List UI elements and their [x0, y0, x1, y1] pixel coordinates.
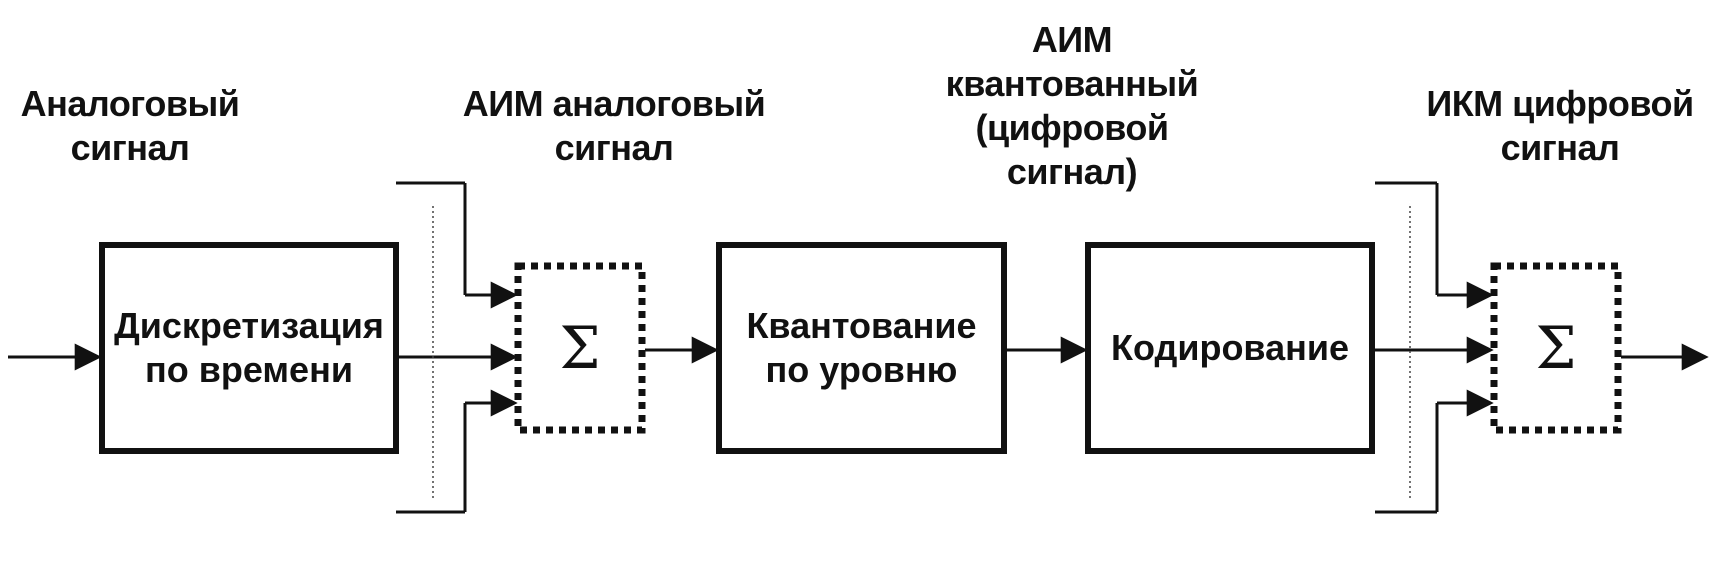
- sampling-block-frame: [99, 242, 399, 454]
- label-pam-analog: АИМ аналоговый сигнал: [462, 83, 766, 168]
- sum2-block: Σ: [1535, 314, 1577, 382]
- sampling-block: Дискретизация по времени: [114, 305, 384, 390]
- coding-block-frame: [1085, 242, 1375, 454]
- label-input-signal: Аналоговый сигнал: [20, 83, 240, 168]
- mux1-bracket: [396, 181, 518, 514]
- label-pam-quantized: АИМ квантованный (цифровой сигнал): [945, 19, 1199, 192]
- sum1-block: Σ: [559, 314, 601, 382]
- quantization-block: Квантование по уровню: [746, 305, 977, 390]
- label-pcm-digital: ИКМ цифровой сигнал: [1426, 83, 1694, 168]
- coding-block: Кодирование: [1110, 327, 1350, 368]
- quantization-block-frame: [716, 242, 1007, 454]
- sum1-frame: [514, 262, 646, 434]
- mux2-bracket: [1375, 181, 1494, 514]
- sum2-frame: [1490, 262, 1622, 434]
